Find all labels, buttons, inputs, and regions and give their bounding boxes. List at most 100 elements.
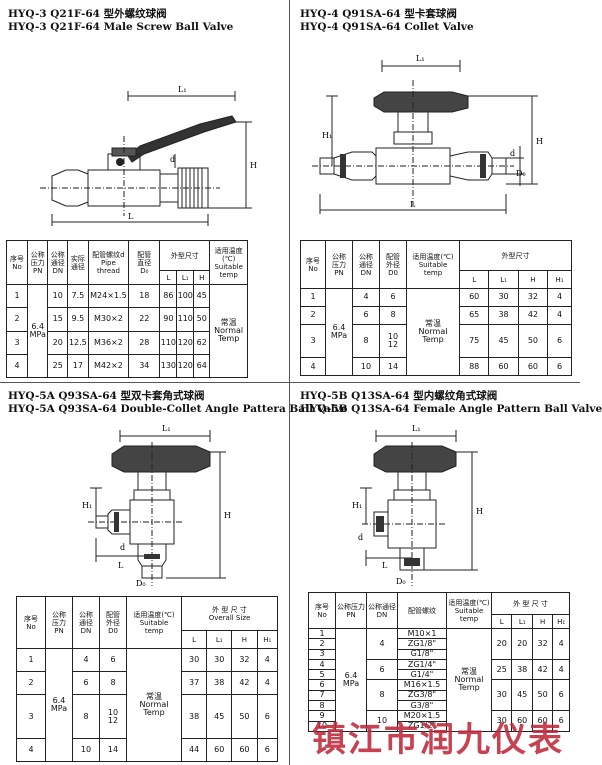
header-overall-size: 外型尺寸: [159, 240, 211, 271]
cell-h1: 4: [552, 658, 570, 681]
section-title-cn: HYQ-5A Q93SA-64 型双卡套角式球阀: [8, 390, 205, 402]
header-pn: 公称 压力 PN: [45, 596, 73, 649]
cell-pn: 6.4 MPa: [45, 648, 73, 762]
cell-l1: 120: [176, 353, 195, 379]
cell-h: 62: [193, 330, 211, 355]
header-thread: 配管螺纹: [397, 592, 447, 629]
cell-l1: 30: [488, 288, 519, 307]
dim-l1-label: L₁: [178, 85, 187, 94]
dim-l-label: L: [410, 200, 416, 209]
header-overall-size: 外型尺寸: [459, 240, 572, 271]
header-pn: 公称 压力 PN: [325, 240, 353, 289]
cell-l: 65: [458, 305, 490, 325]
header-l: L: [490, 614, 513, 629]
valve-drawing-female-angle: L₁ H₁ H d D₀ L: [352, 424, 483, 586]
cell-dn: 10: [352, 357, 380, 376]
cell-d0: 14: [99, 737, 127, 763]
table-row: 4 10 14 88 60 60 6: [300, 357, 572, 376]
cell-l: 44: [180, 737, 208, 763]
header-dn: 公称 通径 DN: [47, 240, 69, 285]
header-h1: H₁: [552, 614, 570, 629]
cell-h: 42: [231, 671, 258, 696]
cell-no: 2: [5, 307, 29, 332]
cell-thread: G1/8": [397, 648, 447, 660]
cell-dn: 8: [72, 694, 100, 739]
cell-l: 130: [159, 353, 178, 379]
section-hyq-5a: HYQ-5A Q93SA-64 型双卡套角式球阀 HYQ-5A Q93SA-64…: [0, 384, 347, 765]
cell-h: 32: [531, 628, 554, 660]
cell-h: 50: [531, 679, 554, 712]
cell-l: 88: [458, 357, 490, 376]
cell-d0: 10 12: [379, 323, 407, 359]
cell-no: 4: [308, 658, 336, 671]
cell-no: 8: [308, 700, 336, 712]
cell-no: 2: [308, 638, 336, 650]
cell-h1: 6: [547, 323, 572, 359]
table-row: 4 25 17 M42×2 34 130 120 64: [5, 353, 248, 379]
dim-h1-label: H₁: [82, 501, 92, 510]
cell-l1: 110: [176, 307, 195, 332]
dim-l1-label: L₁: [412, 424, 421, 433]
cell-thread: ZG3/8": [397, 689, 447, 702]
header-thread: 配管螺纹d Pipe thread: [87, 240, 130, 285]
section-title-en: HYQ-5B Q13SA-64 Female Angle Pattern Bal…: [300, 403, 602, 415]
cell-l1: 45: [206, 694, 233, 739]
cell-temp: 常温 Normal Temp: [209, 284, 248, 378]
table-row: 1 6.4 MPa 10 7.5 M24×1.5 18 86 100 45 常温…: [5, 283, 248, 378]
dim-d-label: d: [358, 533, 363, 542]
cell-h: 50: [231, 694, 258, 739]
header-overall-size: 外 型 尺 寸 Overall Size: [181, 596, 278, 631]
cell-l: 90: [159, 307, 178, 332]
header-l1: L₁: [511, 614, 533, 629]
cell-h: 45: [193, 283, 211, 309]
dim-d-label: d: [170, 155, 175, 164]
company-watermark: 镇江市润九仪表: [312, 720, 564, 760]
cell-h1: 4: [547, 305, 572, 325]
cell-do: 18: [128, 283, 161, 309]
cell-dn: 10: [47, 283, 69, 309]
cell-dn: 4: [72, 647, 100, 673]
cell-temp: 常温 Normal Temp: [126, 648, 182, 762]
cell-dn: 4: [366, 628, 398, 660]
cell-thread: G1/4": [397, 669, 447, 681]
header-no: 序号 No: [300, 240, 326, 289]
cell-no: 5: [308, 669, 336, 681]
cell-thread: ZG1/2": [397, 720, 447, 733]
cell-l1: 20: [511, 628, 533, 660]
cell-real: 9.5: [67, 307, 89, 332]
cell-h: 50: [517, 323, 549, 359]
header-l: L: [180, 630, 208, 649]
cell-l: 110: [159, 330, 178, 355]
header-l1: L₁: [206, 630, 233, 649]
cell-l: 20: [490, 628, 513, 660]
cell-h1: 6: [547, 357, 572, 376]
cell-l1: 38: [206, 671, 233, 696]
header-h: H: [231, 630, 258, 649]
cell-dn: 8: [366, 679, 398, 712]
cell-h: 60: [531, 710, 554, 732]
spec-table-hyq-3: 序号 No 公称 压力 PN 公称 通径 DN 实际 通径 配管螺纹d Pipe…: [5, 240, 248, 379]
table-row: 10 ZG1/2": [308, 720, 570, 733]
cell-thread: ZG1/4": [397, 658, 447, 671]
cell-h1: 6: [256, 737, 279, 763]
cell-no: 2: [16, 671, 46, 696]
cell-h1: 4: [256, 671, 279, 696]
header-l1: L₁: [176, 270, 195, 285]
cell-no: 3: [300, 323, 326, 359]
header-dn: 公称通径 DN: [366, 592, 398, 629]
cell-h1: 6: [256, 694, 279, 739]
table-row: 1 6.4 MPa 4 6 常温 Normal Temp 30 30 32 4: [16, 647, 279, 762]
table-row: 9 10 M20×1.5 30 60 60 6: [308, 710, 570, 732]
cell-dn: 6: [352, 305, 380, 325]
dim-h-label: H: [224, 511, 231, 520]
dim-l-label: L: [128, 212, 134, 221]
cell-l: 38: [180, 694, 208, 739]
cell-l1: 60: [511, 710, 533, 732]
cell-l: 30: [490, 710, 513, 732]
cell-l1: 38: [488, 305, 519, 325]
header-pn: 公称压力 PN: [335, 592, 367, 629]
cell-no: 10: [308, 720, 336, 733]
dim-d0-label: D₀: [516, 169, 526, 178]
cell-d0: 10 12: [99, 694, 127, 739]
cell-dn: 10: [72, 737, 100, 763]
